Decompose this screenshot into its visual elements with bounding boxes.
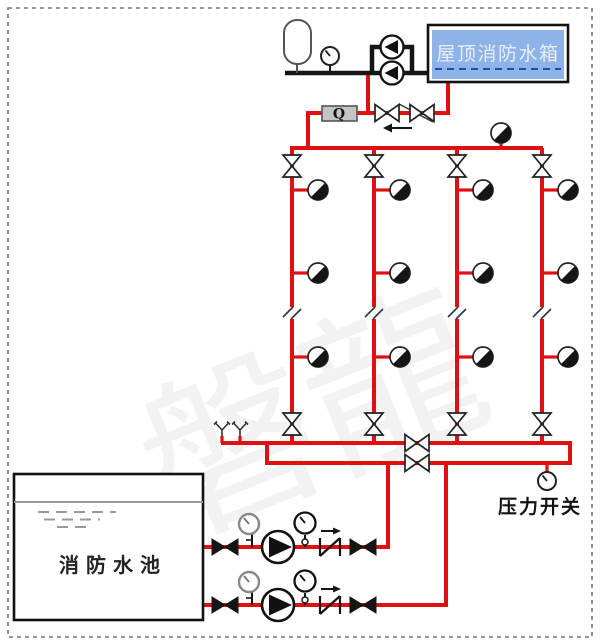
flow-arrow-icon bbox=[383, 123, 392, 133]
manifold-indicator-icon bbox=[490, 122, 512, 144]
pressure-switch: 压力开关 bbox=[498, 471, 582, 518]
fire-pump-train-2 bbox=[212, 571, 376, 622]
gate-valve-icon bbox=[409, 103, 435, 123]
circulation-pump-icons bbox=[379, 34, 405, 86]
rooftop-fire-water-tank: 屋顶消防水箱 bbox=[426, 23, 570, 84]
pressure-gauge-icon bbox=[320, 46, 340, 73]
rooftop-tank-label: 屋顶消防水箱 bbox=[436, 43, 559, 65]
diagram-border bbox=[7, 7, 593, 638]
tank-water-fill bbox=[432, 30, 564, 79]
fire-pool-label: 消防水池 bbox=[59, 553, 167, 577]
fire-water-pool: 消防水池 bbox=[12, 472, 205, 622]
expansion-tank-icon bbox=[283, 19, 312, 73]
flow-meter-label: Q bbox=[333, 107, 345, 123]
flow-meter: Q bbox=[321, 105, 358, 123]
test-line-valves bbox=[374, 103, 435, 133]
gate-valve-icon bbox=[374, 103, 400, 123]
riser-4 bbox=[533, 148, 578, 443]
pressure-switch-icon bbox=[537, 471, 557, 491]
pressure-switch-label: 压力开关 bbox=[498, 495, 582, 518]
